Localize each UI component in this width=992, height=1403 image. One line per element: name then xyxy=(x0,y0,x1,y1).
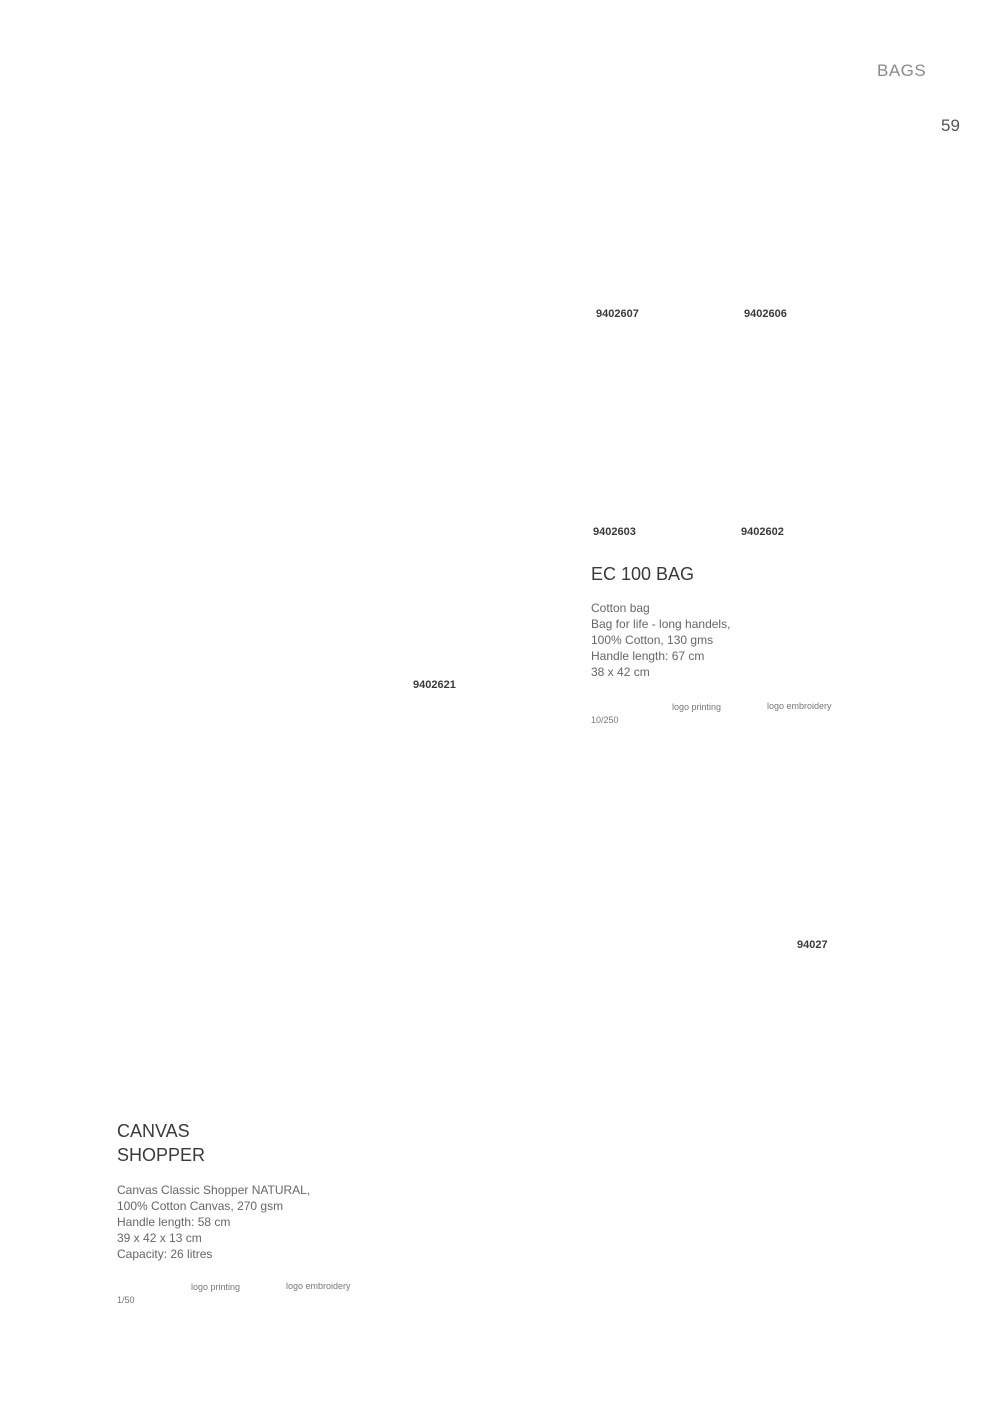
logo-embroidery-label: logo embroidery xyxy=(286,1281,351,1291)
product-code: 94027 xyxy=(797,939,828,951)
logo-printing-label: logo printing xyxy=(191,1282,241,1292)
description-line: 100% Cotton Canvas, 270 gsm xyxy=(117,1199,284,1213)
product-code: 9402602 xyxy=(741,526,784,538)
title-line: SHOPPER xyxy=(117,1145,206,1165)
product-code: 9402621 xyxy=(413,679,456,691)
page-number: 59 xyxy=(941,116,960,135)
title-line: CANVAS xyxy=(117,1121,190,1141)
description-line: Capacity: 26 litres xyxy=(117,1247,213,1261)
logo-printing-label: logo printing xyxy=(672,702,722,712)
description-line: Canvas Classic Shopper NATURAL, xyxy=(117,1183,311,1197)
description-line: Bag for life - long handels, xyxy=(591,617,731,631)
packaging-quantity: 10/250 xyxy=(591,715,619,725)
product-description-ec100: Cotton bag Bag for life - long handels, … xyxy=(591,600,730,680)
logo-embroidery-label: logo embroidery xyxy=(767,701,832,711)
product-code: 9402607 xyxy=(596,308,639,320)
product-code: 9402603 xyxy=(593,526,636,538)
product-code: 9402606 xyxy=(744,308,787,320)
description-line: 38 x 42 cm xyxy=(591,665,650,679)
product-description-canvas: Canvas Classic Shopper NATURAL, 100% Cot… xyxy=(117,1182,310,1262)
product-title-canvas: CANVAS SHOPPER xyxy=(117,1119,205,1167)
product-title-ec100: EC 100 BAG xyxy=(591,564,695,584)
description-line: Handle length: 67 cm xyxy=(591,649,705,663)
section-title: BAGS xyxy=(877,61,927,80)
packaging-quantity: 1/50 xyxy=(117,1295,135,1305)
description-line: 39 x 42 x 13 cm xyxy=(117,1231,202,1245)
description-line: Handle length: 58 cm xyxy=(117,1215,231,1229)
description-line: Cotton bag xyxy=(591,601,650,615)
description-line: 100% Cotton, 130 gms xyxy=(591,633,714,647)
